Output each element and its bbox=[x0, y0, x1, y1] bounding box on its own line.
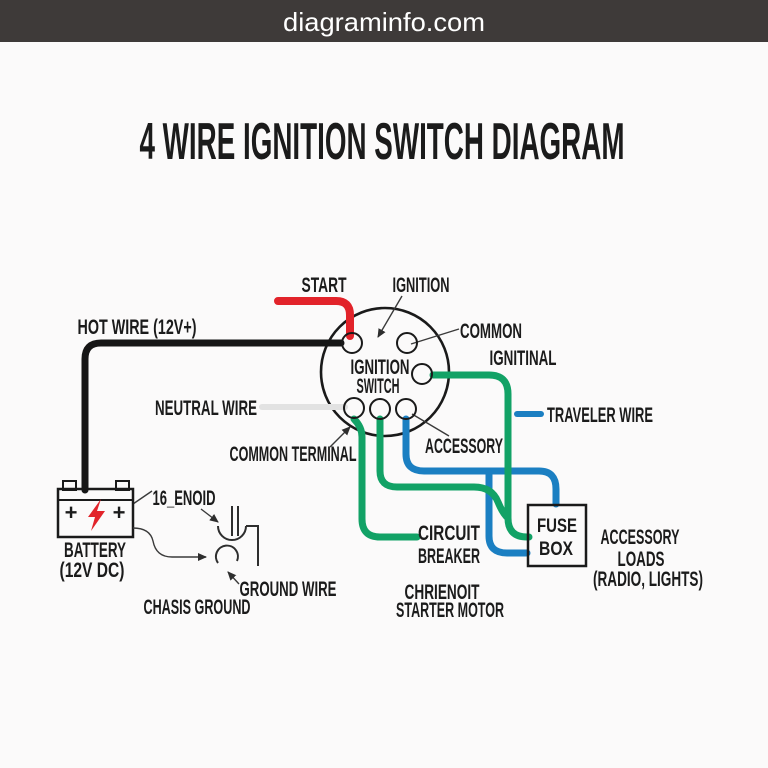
solenoid-arc bbox=[217, 525, 247, 541]
label-accessory-loads-line2: LOADS bbox=[618, 548, 665, 571]
label-starter-motor-line1: CHRIENOIT bbox=[405, 581, 480, 604]
label-start: START bbox=[302, 274, 347, 297]
battery-to-solenoid-wire bbox=[132, 527, 207, 561]
label-accessory: ACCESSORY bbox=[425, 435, 503, 458]
terminal-accessory bbox=[395, 398, 417, 420]
pointer-solenoid-label bbox=[132, 490, 153, 505]
site-url: diagraminfo.com bbox=[283, 7, 485, 37]
wire-black-hot bbox=[81, 339, 345, 492]
pointer-accessory bbox=[411, 413, 450, 437]
label-neutral-wire: NEUTRAL WIRE bbox=[155, 397, 257, 420]
label-battery-line1: BATTERY bbox=[64, 539, 126, 562]
label-ignition: IGNITION bbox=[393, 274, 450, 297]
wire-green-to-circuit-breaker bbox=[350, 415, 421, 541]
label-common-terminal: COMMON TERMINAL bbox=[230, 443, 357, 466]
wire-blue-branch-to-fusebox bbox=[485, 469, 531, 557]
terminal-start bbox=[341, 332, 363, 354]
wire-blue-accessory-to-fusebox bbox=[402, 415, 560, 508]
terminal-middle-bottom bbox=[369, 398, 391, 420]
label-chasis-ground: CHASIS GROUND bbox=[144, 596, 251, 619]
switch-label-line1: IGNITION bbox=[351, 356, 410, 379]
terminal-common-bottom bbox=[343, 397, 365, 419]
label-traveler-wire: TRAVELER WIRE bbox=[547, 404, 653, 427]
label-ground-wire: GROUND WIRE bbox=[240, 578, 337, 601]
label-ignitinal: IGNITINAL bbox=[490, 347, 557, 370]
battery-plus-left: + bbox=[65, 500, 78, 525]
label-circuit-breaker-line1: CIRCUIT bbox=[418, 522, 480, 545]
fuse-box-label-line2: BOX bbox=[539, 539, 573, 560]
label-circuit-breaker-line2: BREAKER bbox=[418, 545, 480, 568]
battery-symbol: + + bbox=[56, 466, 135, 539]
ground-arc bbox=[215, 544, 239, 564]
solenoid-symbol bbox=[132, 506, 259, 566]
battery-body bbox=[56, 487, 135, 539]
wire-green-middle-branch bbox=[376, 415, 512, 522]
label-common: COMMON bbox=[460, 320, 522, 343]
label-accessory-loads-line1: ACCESSORY bbox=[601, 526, 680, 549]
label-battery-line2: (12V DC) bbox=[60, 559, 125, 582]
wire-green-common-to-fusebox bbox=[429, 371, 533, 541]
pointer-common bbox=[410, 328, 460, 345]
label-hot-wire: HOT WIRE (12V+) bbox=[78, 316, 197, 339]
arrow-chasis-ground bbox=[227, 571, 240, 585]
label-solenoid: 16_ENOID bbox=[153, 487, 216, 510]
terminal-common bbox=[411, 363, 433, 385]
wire-red-start bbox=[274, 297, 354, 340]
site-banner bbox=[0, 0, 768, 42]
diagram-title: 4 WIRE IGNITION SWITCH DIAGRAM bbox=[140, 113, 625, 171]
fuse-box-label-line1: FUSE bbox=[537, 516, 577, 537]
terminal-ignition bbox=[396, 332, 418, 354]
label-starter-motor-line2: STARTER MOTOR bbox=[396, 599, 504, 622]
label-accessory-loads-line3: (RADIO, LIGHTS) bbox=[593, 568, 703, 591]
lightning-bolt-icon bbox=[88, 499, 105, 531]
arrow-solenoid bbox=[200, 508, 219, 523]
fuse-box bbox=[526, 503, 588, 568]
pointer-ignition bbox=[377, 295, 403, 338]
battery-plus-right: + bbox=[113, 500, 126, 525]
switch-label-line2: SWITCH bbox=[357, 375, 400, 398]
solenoid-return-line bbox=[246, 525, 259, 566]
pointer-common-terminal bbox=[329, 426, 351, 448]
